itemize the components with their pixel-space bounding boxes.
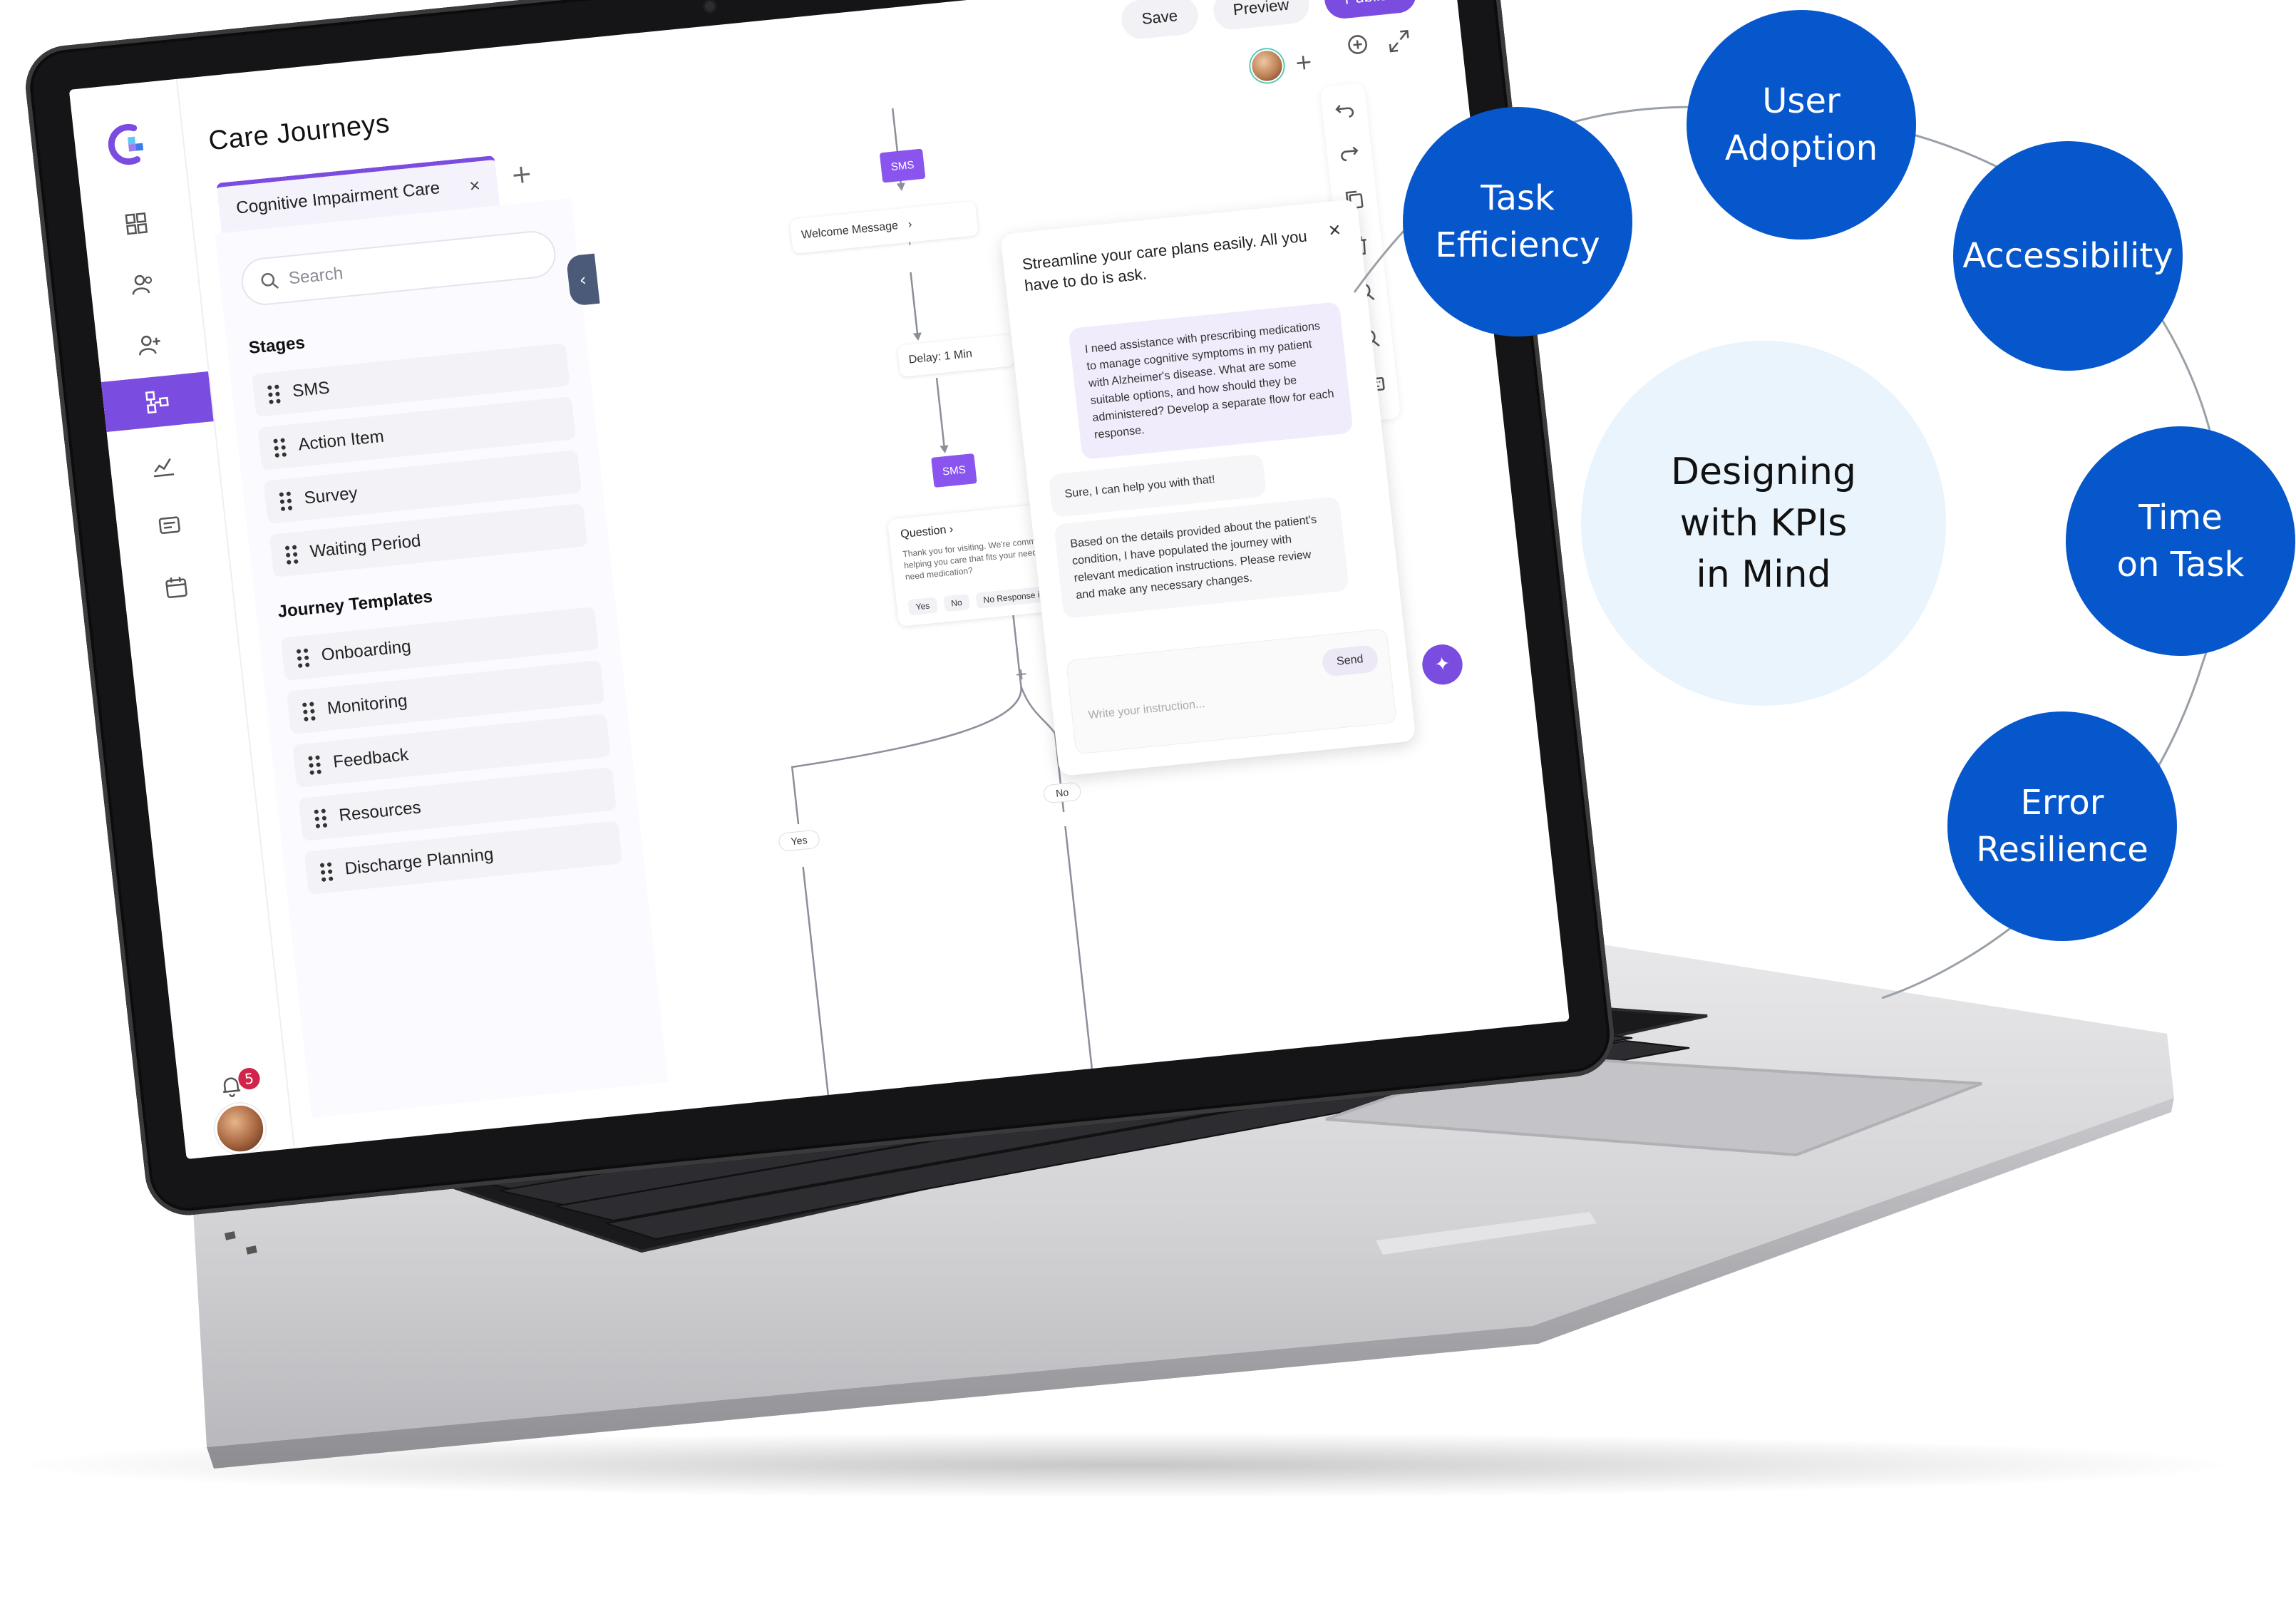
- add-user-icon: [139, 335, 160, 356]
- search-input[interactable]: Search: [239, 229, 558, 307]
- nav-dashboard[interactable]: [101, 195, 171, 252]
- assistant-header: Streamline your care plans easily. All y…: [1021, 227, 1308, 295]
- nav-messages[interactable]: [135, 498, 205, 555]
- chevron-right-icon: ›: [907, 218, 913, 231]
- kpi-label: Adoption: [1724, 128, 1878, 168]
- flow-node-sms-2[interactable]: SMS: [931, 453, 977, 488]
- laptop-lid: 5 Care Journeys Cognitive Impairment Car…: [21, 0, 1619, 1219]
- nav-rail: 5: [68, 78, 295, 1159]
- journey-icon: [145, 391, 169, 414]
- instruction-placeholder: Write your instruction...: [1087, 697, 1206, 722]
- kpi-center-line: Designing: [1671, 451, 1856, 493]
- message-icon: [158, 516, 180, 534]
- header-tools: [1344, 28, 1413, 58]
- kpi-accessibility: Accessibility: [1953, 141, 2183, 371]
- bell-icon: [223, 1077, 241, 1097]
- comment-add-icon[interactable]: [1344, 32, 1371, 58]
- laptop-shadow: [29, 1433, 2224, 1497]
- analytics-icon: [153, 458, 175, 478]
- ai-assistant-panel: Streamline your care plans easily. All y…: [1000, 199, 1416, 776]
- calendar-icon: [165, 576, 187, 598]
- webcam: [704, 1, 716, 12]
- nav-care-journeys[interactable]: [101, 371, 214, 432]
- users-icon: [132, 274, 153, 295]
- nav-analytics[interactable]: [128, 438, 198, 494]
- kpi-label: Accessibility: [1962, 236, 2173, 276]
- nav-calendar[interactable]: [142, 559, 212, 615]
- builder-panel: Search Stages SMS Action Item Survey Wai…: [215, 198, 669, 1118]
- option-no[interactable]: No: [943, 593, 970, 612]
- kpi-center-line: with KPIs: [1679, 502, 1848, 545]
- welcome-message-label: Welcome Message: [800, 220, 899, 242]
- kpi-label: on Task: [2116, 545, 2245, 585]
- nav-notifications[interactable]: [197, 1058, 267, 1114]
- user-message: I need assistance with prescribing medic…: [1068, 302, 1354, 460]
- kpi-center-circle: Designing with KPIs in Mind: [1581, 341, 1946, 706]
- laptop-bezel: 5 Care Journeys Cognitive Impairment Car…: [21, 0, 1619, 1219]
- app-screen: 5 Care Journeys Cognitive Impairment Car…: [68, 0, 1570, 1159]
- flow-node-sms-1[interactable]: SMS: [879, 148, 926, 183]
- kpi-label: Efficiency: [1435, 225, 1600, 265]
- dashboard-icon: [125, 212, 148, 235]
- kpi-time-on-task: Time on Task: [2066, 426, 2295, 656]
- expand-icon[interactable]: [1386, 28, 1413, 54]
- kpi-label: Task: [1481, 178, 1555, 218]
- app-logo-icon[interactable]: [102, 120, 153, 170]
- close-icon[interactable]: ✕: [1327, 220, 1342, 240]
- question-title: Question: [900, 523, 947, 541]
- kpi-center-line: in Mind: [1696, 553, 1831, 596]
- kpi-label: Time: [2138, 498, 2223, 538]
- nav-add-user[interactable]: [115, 317, 185, 373]
- kpi-label: Resilience: [1976, 830, 2148, 870]
- assistant-message: Based on the details provided about the …: [1054, 496, 1349, 619]
- undo-icon[interactable]: [1333, 98, 1357, 122]
- send-button[interactable]: Send: [1321, 644, 1379, 677]
- redo-icon[interactable]: [1337, 141, 1361, 165]
- kpi-label: User: [1762, 81, 1841, 121]
- sparkle-icon: ✦: [1433, 653, 1452, 677]
- option-yes[interactable]: Yes: [907, 597, 938, 616]
- chevron-right-icon: ›: [948, 523, 954, 536]
- search-icon: [261, 273, 279, 289]
- svg-text:+: +: [1014, 664, 1029, 684]
- delay-label: Delay: 1 Min: [907, 347, 973, 366]
- kpi-label: Error: [2020, 783, 2104, 823]
- instruction-input[interactable]: Write your instruction... Send: [1066, 628, 1397, 755]
- nav-patients[interactable]: [108, 256, 178, 312]
